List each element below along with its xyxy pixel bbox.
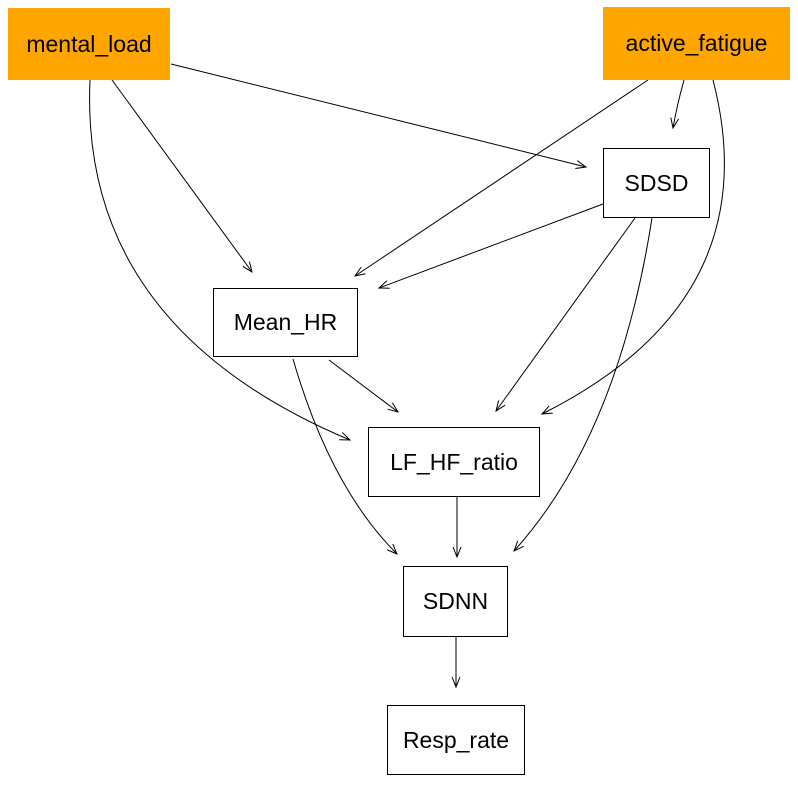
edge-sdsd-mean-hr [379,203,604,288]
node-active-fatigue-label: active_fatigue [625,30,768,56]
node-sdsd: SDSD [603,148,710,218]
edge-mental-load-mean-hr [111,79,252,272]
node-resp-rate-label: Resp_rate [402,726,510,753]
node-sdnn: SDNN [403,566,508,637]
edge-active-fatigue-mean-hr [355,79,649,276]
node-lf-hf-ratio-label: LF_HF_ratio [390,448,518,475]
edge-sdsd-sdnn [514,217,653,551]
node-sdnn-label: SDNN [422,588,489,614]
node-mental-load: mental_load [8,8,170,80]
node-mean-hr: Mean_HR [213,288,358,357]
edge-mean-hr-sdnn [292,358,397,554]
edge-mental-load-lf-hf-ratio [89,79,350,440]
edge-active-fatigue-sdsd [673,79,685,128]
edge-sdsd-lf-hf-ratio [496,217,636,411]
edge-mental-load-sdsd [170,63,586,167]
edge-mean-hr-lf-hf-ratio [328,359,398,412]
node-mean-hr-label: Mean_HR [233,309,338,335]
node-lf-hf-ratio: LF_HF_ratio [368,427,540,497]
node-sdsd-label: SDSD [624,169,689,196]
node-mental-load-label: mental_load [26,30,152,57]
edge-active-fatigue-lf-hf-ratio [542,79,725,414]
node-active-fatigue: active_fatigue [603,7,790,80]
node-resp-rate: Resp_rate [387,705,525,775]
